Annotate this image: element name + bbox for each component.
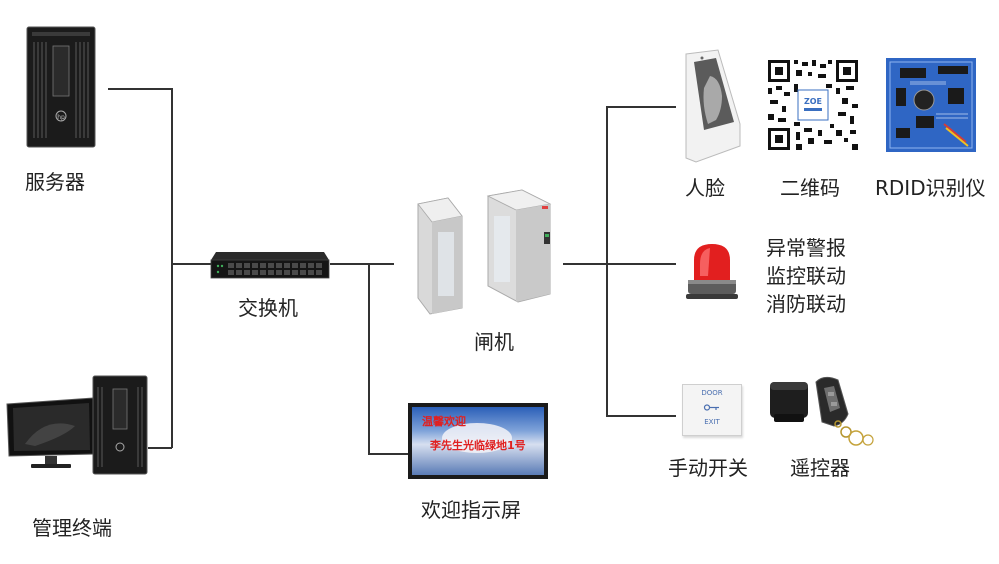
wire-screen xyxy=(368,453,408,455)
key-icon xyxy=(703,404,720,411)
desktop-tower-icon xyxy=(92,375,148,475)
welcome-display-screen: 温馨欢迎 李先生光临绿地1号 xyxy=(408,403,548,479)
turnstile-gate-icon xyxy=(417,189,552,315)
alarm-label-1: 异常警报 xyxy=(766,236,846,260)
door-button-bottom-text: EXIT xyxy=(704,418,720,426)
door-exit-button: DOOR EXIT xyxy=(682,384,742,436)
rfid-label: RDID识别仪 xyxy=(875,176,986,200)
server-label: 服务器 xyxy=(25,170,85,194)
wire-face xyxy=(606,106,676,108)
screen-text-line2: 李先生光临绿地1号 xyxy=(430,439,526,452)
remote-control-icon xyxy=(770,376,874,446)
wire-screen-trunk xyxy=(368,263,370,454)
gate-label: 闸机 xyxy=(474,330,514,354)
terminal-label: 管理终端 xyxy=(32,516,112,540)
wire-right-trunk xyxy=(606,106,608,416)
face-label: 人脸 xyxy=(685,176,725,200)
qr-code-icon: ZOE xyxy=(766,58,860,152)
screen-display-area: 温馨欢迎 李先生光临绿地1号 xyxy=(412,407,544,475)
remote-label: 遥控器 xyxy=(790,456,850,480)
wire-alarm xyxy=(606,263,676,265)
wire-switch-left xyxy=(171,263,213,265)
wire-server xyxy=(108,88,172,90)
svg-text:hp: hp xyxy=(57,114,65,121)
server-tower-icon: hp xyxy=(26,26,96,148)
manual-switch-label: 手动开关 xyxy=(668,456,748,480)
alarm-light-icon xyxy=(686,244,738,299)
screen-cloud xyxy=(442,423,512,453)
wire-terminal xyxy=(148,447,172,449)
monitor-icon xyxy=(6,397,96,468)
svg-text:ZOE: ZOE xyxy=(804,97,822,106)
wire-gate-right xyxy=(563,263,607,265)
wire-left-trunk xyxy=(171,88,173,448)
face-recognition-terminal-icon xyxy=(685,49,741,163)
wire-switch-right xyxy=(330,263,394,265)
switch-label: 交换机 xyxy=(238,296,298,320)
welcome-screen-label: 欢迎指示屏 xyxy=(421,498,521,522)
network-switch-icon xyxy=(210,252,330,279)
alarm-label-3: 消防联动 xyxy=(766,292,846,316)
door-button-top-text: DOOR xyxy=(701,389,723,397)
screen-text-line1: 温馨欢迎 xyxy=(422,415,466,428)
qrcode-label: 二维码 xyxy=(780,176,840,200)
alarm-label-2: 监控联动 xyxy=(766,264,846,288)
rfid-reader-board-icon xyxy=(886,58,976,152)
wire-manual xyxy=(606,415,676,417)
